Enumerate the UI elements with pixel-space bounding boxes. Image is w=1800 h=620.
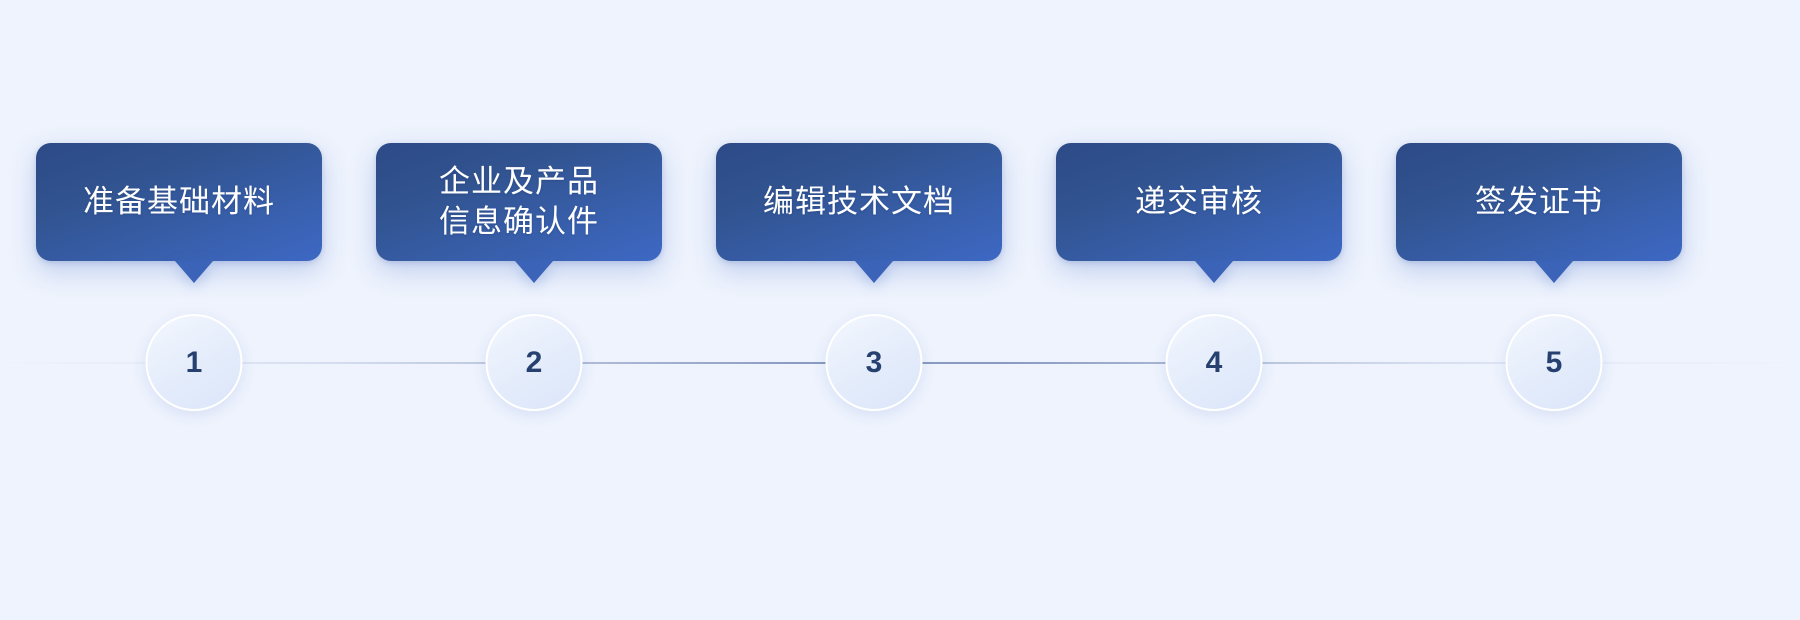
step-card-label-4: 递交审核 (1135, 183, 1263, 219)
step-pointer-icon-4 (1195, 261, 1233, 283)
step-number-3: 3 (865, 345, 883, 379)
step-number-2: 2 (525, 345, 543, 379)
step-node-4[interactable]: 4 (1165, 314, 1263, 411)
step-pointer-icon-3 (855, 261, 893, 283)
step-card-label-2: 企业及产品 信息确认件 (439, 163, 599, 239)
step-pointer-icon-5 (1535, 261, 1573, 283)
step-number-5: 5 (1545, 345, 1563, 379)
step-item-5[interactable]: 签发证书 5 (1384, 0, 1724, 620)
step-node-5[interactable]: 5 (1505, 314, 1603, 411)
step-number-4: 4 (1205, 345, 1223, 379)
step-item-1[interactable]: 准备基础材料 1 (24, 0, 364, 620)
step-card-label-3: 编辑技术文档 (763, 183, 955, 219)
step-pointer-icon-1 (175, 261, 213, 283)
step-node-2[interactable]: 2 (485, 314, 583, 411)
step-card-label-1: 准备基础材料 (83, 183, 275, 219)
step-item-2[interactable]: 企业及产品 信息确认件 2 (364, 0, 704, 620)
step-number-1: 1 (185, 345, 203, 379)
step-card-4[interactable]: 递交审核 (1056, 143, 1342, 261)
step-node-1[interactable]: 1 (145, 314, 243, 411)
step-card-3[interactable]: 编辑技术文档 (716, 143, 1002, 261)
step-node-3[interactable]: 3 (825, 314, 923, 411)
step-card-2[interactable]: 企业及产品 信息确认件 (376, 143, 662, 261)
step-card-5[interactable]: 签发证书 (1396, 143, 1682, 261)
step-pointer-icon-2 (515, 261, 553, 283)
step-item-3[interactable]: 编辑技术文档 3 (704, 0, 1044, 620)
step-card-label-5: 签发证书 (1475, 183, 1603, 219)
step-item-4[interactable]: 递交审核 4 (1044, 0, 1384, 620)
step-card-1[interactable]: 准备基础材料 (36, 143, 322, 261)
